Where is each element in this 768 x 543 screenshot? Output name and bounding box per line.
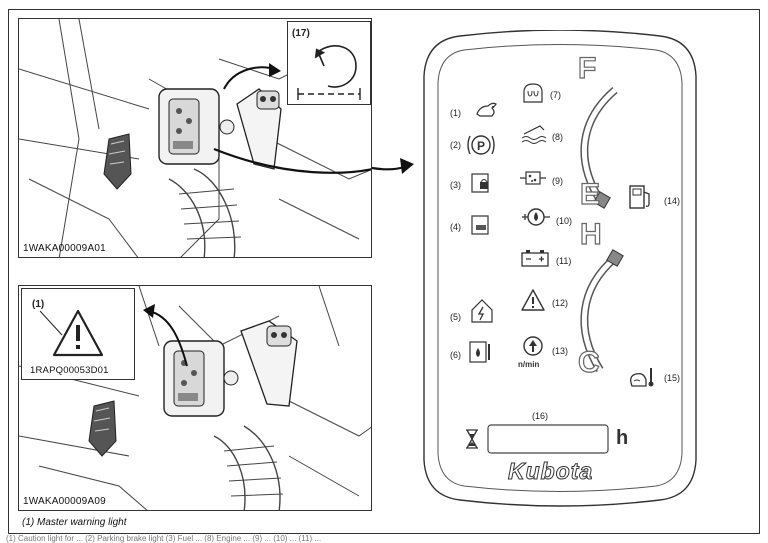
- oil-pressure-icon: [522, 208, 550, 226]
- dpf-icon: [520, 171, 546, 185]
- label-11: (11): [556, 256, 572, 266]
- seat-lock-icon: [471, 173, 489, 193]
- water-in-fuel-icon: [469, 341, 490, 363]
- brand-logo: Kubota: [507, 458, 594, 485]
- figure-code-top: 1WAKA00009A01: [23, 243, 106, 254]
- cab-drawing-bottom: [19, 286, 371, 510]
- fuel-empty-letter: E: [579, 177, 601, 211]
- label-16: (16): [532, 411, 549, 421]
- regen-icon: [471, 299, 493, 323]
- parking-brake-icon: P: [467, 135, 495, 155]
- bottom-cab-illustration: (1) 1RAPQ00053D01 1WAKA00009A09: [18, 285, 372, 511]
- coolant-level-icon: [521, 125, 547, 144]
- label-6: (6): [450, 350, 461, 360]
- engine-rpm-icon: [523, 336, 543, 356]
- label-10: (10): [556, 216, 573, 226]
- svg-text:P: P: [477, 139, 485, 153]
- label-14: (14): [664, 196, 681, 206]
- label-9: (9): [552, 176, 563, 186]
- coolant-temp-icon: [630, 368, 654, 387]
- inset-code: 1RAPQ00053D01: [30, 365, 109, 376]
- figure-code-bottom: 1WAKA00009A09: [23, 496, 106, 507]
- label-7: (7): [550, 90, 561, 100]
- label-4: (4): [450, 222, 461, 232]
- temp-cold-letter: C: [577, 345, 600, 379]
- label-5: (5): [450, 312, 461, 322]
- fuel-full-letter: F: [577, 51, 597, 85]
- hourglass-icon: [466, 429, 478, 449]
- rpm-unit: n/min: [518, 360, 540, 369]
- rotation-icon: [297, 45, 361, 100]
- inset-master-warning: (1) 1RAPQ00053D01: [21, 288, 135, 380]
- hour-unit: h: [616, 427, 629, 449]
- inset-speed-switch: (17): [287, 21, 371, 105]
- panel-outline: [423, 30, 697, 507]
- inset-label-17: (17): [292, 28, 310, 39]
- inset-label-1: (1): [32, 299, 45, 310]
- master-warning-icon: [521, 289, 545, 311]
- label-8: (8): [552, 132, 563, 142]
- label-15: (15): [664, 373, 681, 383]
- aux-icon: [471, 215, 489, 235]
- temp-hot-letter: H: [579, 217, 602, 251]
- warning-triangle-icon: [39, 309, 104, 357]
- glow-plug-icon: [523, 83, 543, 103]
- figure-caption: (1) Master warning light: [22, 517, 127, 528]
- label-2: (2): [450, 140, 461, 150]
- label-13: (13): [552, 346, 569, 356]
- battery-icon: [521, 250, 549, 267]
- fuel-pump-icon: [629, 185, 650, 209]
- top-cab-illustration: (17) 1WAKA00009A01: [18, 18, 372, 258]
- label-1: (1): [450, 108, 461, 118]
- label-3: (3): [450, 180, 461, 190]
- label-12: (12): [552, 298, 569, 308]
- footer-text: (1) Caution light for ... (2) Parking br…: [6, 534, 322, 543]
- instrument-panel: F E H C (1) (2) P (3) (4) (5) (6) (7) (8…: [420, 30, 700, 508]
- cab-drawing-top: [19, 19, 371, 257]
- rabbit-icon: [476, 102, 497, 117]
